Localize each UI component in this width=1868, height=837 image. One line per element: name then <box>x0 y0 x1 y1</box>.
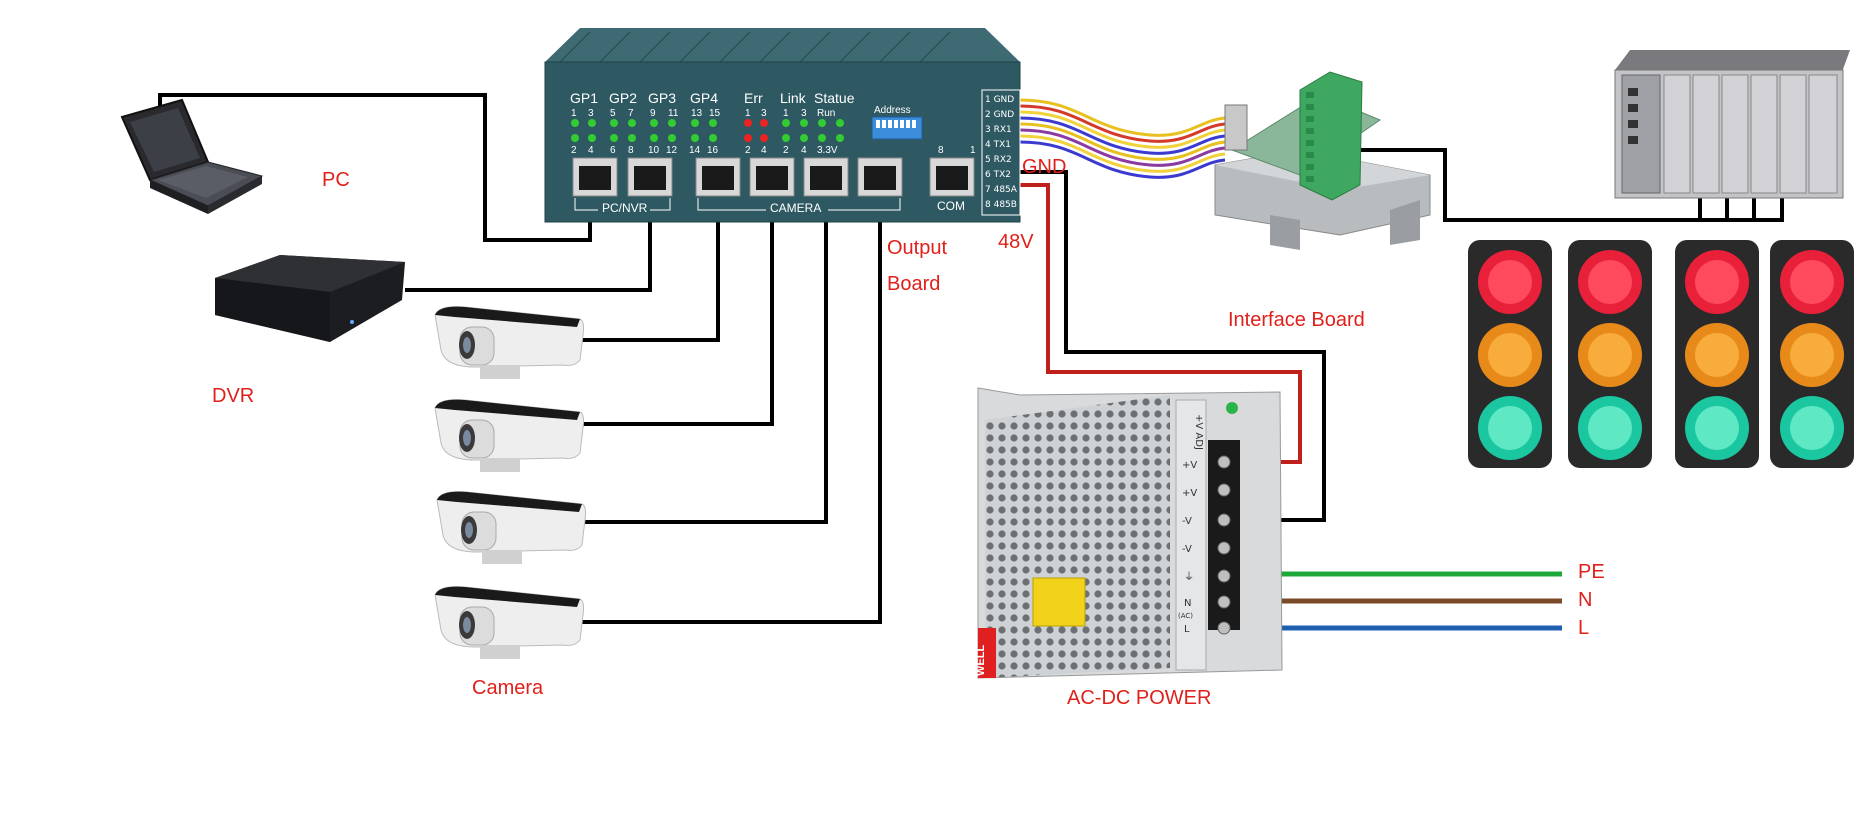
led-number: 3 <box>801 108 807 119</box>
camera-group-label: CAMERA <box>770 201 821 215</box>
wire-camera-2 <box>578 180 774 426</box>
psu-terminal-label: +V <box>1182 460 1197 471</box>
led-number: 16 <box>707 145 719 156</box>
label-ac-dc-power: AC-DC POWER <box>1067 687 1211 709</box>
led-number: 2 <box>571 145 577 156</box>
traffic-light-1 <box>1468 240 1552 468</box>
ac-dc-power-supply: WELL +V ADJ +V +V -V -V ⏚ N L (AC) <box>975 387 1283 679</box>
pin-label: 6 TX2 <box>985 170 1011 180</box>
wire-camera-4 <box>578 180 882 624</box>
panel-label-link: Link <box>780 90 807 106</box>
label-dvr: DVR <box>212 385 254 407</box>
led-number: 3 <box>588 108 594 119</box>
pin-label: 4 TX1 <box>985 140 1011 150</box>
led-number: 1 <box>783 108 789 119</box>
led-number: 15 <box>709 108 721 119</box>
wire-pc <box>158 93 592 242</box>
led-number: 5 <box>610 108 616 119</box>
label-l: L <box>1578 617 1589 639</box>
led-number: Run <box>817 108 835 119</box>
led-number: 7 <box>628 108 634 119</box>
wire-gnd <box>1020 170 1326 522</box>
psu-terminal-label: ⏚ <box>1184 571 1194 583</box>
led-number: 13 <box>691 108 703 119</box>
panel-label-err: Err <box>744 90 763 106</box>
psu-terminal-label: -V <box>1182 516 1192 527</box>
rj45-ports <box>572 157 975 197</box>
traffic-light-2 <box>1568 240 1652 468</box>
labels: PC DVR Camera Output Board GND 48V Inter… <box>212 156 1605 709</box>
led-number: 14 <box>689 145 701 156</box>
pin-label: 7 485A <box>985 185 1018 195</box>
dvr-device <box>215 255 405 342</box>
led-number: 2 <box>783 145 789 156</box>
wire-48v <box>1020 183 1302 464</box>
led-number: 11 <box>668 108 679 119</box>
label-interface-board: Interface Board <box>1228 309 1365 331</box>
led-number: 3 <box>761 108 767 119</box>
led-number: 4 <box>761 145 767 156</box>
address-label: Address <box>874 105 911 116</box>
pin-label: 8 485B <box>985 200 1017 210</box>
psu-adj-label: +V ADJ <box>1193 414 1204 450</box>
led-number: 6 <box>610 145 616 156</box>
panel-label-gp3: GP3 <box>648 90 676 106</box>
wires <box>158 93 1784 631</box>
com-label: COM <box>937 199 965 213</box>
panel-label-gp2: GP2 <box>609 90 637 106</box>
wire-camera-1 <box>578 180 720 342</box>
psu-ac-mark: (AC) <box>1178 612 1193 620</box>
led-number: 10 <box>648 145 660 156</box>
com-pin-8: 8 <box>938 145 944 156</box>
pin-label: 1 GND <box>985 95 1014 105</box>
traffic-light-4 <box>1770 240 1854 468</box>
psu-terminal-label: N <box>1184 598 1191 609</box>
label-pc: PC <box>322 169 350 191</box>
wire-camera-3 <box>580 180 828 524</box>
panel-label-statue: Statue <box>814 90 855 106</box>
label-output-board-line2: Board <box>887 273 940 295</box>
led-number: 8 <box>628 145 634 156</box>
psu-terminal-label: L <box>1184 624 1190 635</box>
label-pe: PE <box>1578 561 1605 583</box>
panel-label-gp4: GP4 <box>690 90 718 106</box>
led-number: 4 <box>588 145 594 156</box>
pc-laptop <box>120 98 264 214</box>
com-pin-1: 1 <box>970 145 976 156</box>
panel-label-gp1: GP1 <box>570 90 598 106</box>
camera-4 <box>434 586 585 659</box>
led-number: 1 <box>571 108 577 119</box>
camera-2 <box>434 399 585 472</box>
label-camera: Camera <box>472 677 544 699</box>
ribbon-cable <box>1019 98 1226 179</box>
led-number: 4 <box>801 145 807 156</box>
label-output-board-line1: Output <box>887 237 947 259</box>
led-number: 9 <box>650 108 656 119</box>
label-n: N <box>1578 589 1592 611</box>
label-gnd: GND <box>1022 156 1066 178</box>
led-number: 2 <box>745 145 751 156</box>
psu-terminal-label: -V <box>1182 544 1192 555</box>
led-number: 12 <box>666 145 678 156</box>
psu-brand: WELL <box>975 645 987 676</box>
pin-label: 2 GND <box>985 110 1014 120</box>
pin-label: 3 RX1 <box>985 125 1012 135</box>
led-number: 1 <box>745 108 751 119</box>
psu-terminal-label: +V <box>1182 488 1197 499</box>
led-number: 3.3V <box>817 145 838 156</box>
pin-label: 5 RX2 <box>985 155 1012 165</box>
led-grid <box>571 119 844 142</box>
label-48v: 48V <box>998 231 1034 253</box>
output-board: GP1 GP2 GP3 GP4 Err Link Statue 1 3 5 7 … <box>544 28 1021 223</box>
interface-board <box>1214 71 1431 250</box>
camera-1 <box>434 306 585 379</box>
equipment-rack <box>1614 50 1850 199</box>
pc-nvr-group-label: PC/NVR <box>602 201 648 215</box>
traffic-light-3 <box>1675 240 1759 468</box>
camera-3 <box>436 491 587 564</box>
